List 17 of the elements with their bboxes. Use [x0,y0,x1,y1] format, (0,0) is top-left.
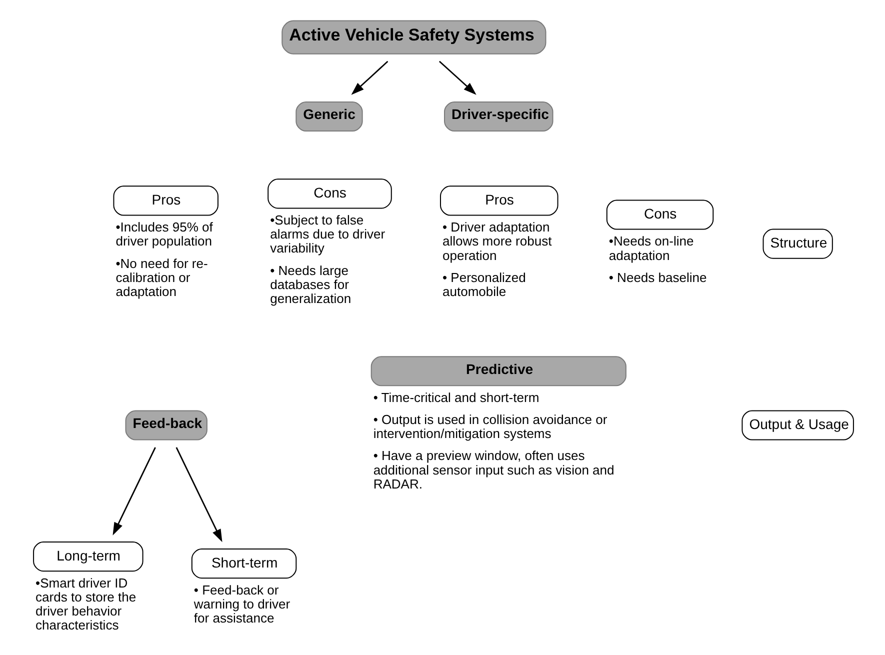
node-label: •Smart driver ID cards to store the driver behavior characteristics [35,576,136,633]
node-label: • Driver adaptation allows more robust operation [442,220,552,263]
node-label: • Needs baseline [608,270,706,285]
arrow [112,447,156,536]
node-label: • Needs large databases for generalization [270,262,351,306]
node-label: • Feed-back or warning to driver for assistance [193,582,290,626]
arrow [350,60,388,95]
node-label: •Subject to false alarms due to driver variability [270,212,385,256]
node-label: • Time-critical and short-term [372,390,539,406]
node-label: •Needs on-line adaptation [608,234,694,263]
arrow [175,447,222,542]
node-label: • Output is used in collision avoidance or intervention/mitigation systems [372,412,607,442]
node-label: • Personalized automobile [442,270,526,299]
node-label: •Includes 95% of driver population [115,220,212,249]
arrow [438,60,476,95]
node-label: • Have a preview window, often uses additional sensor input such as vision and RADAR. [372,448,614,492]
node-label: •No need for re-calibration or adaptation [115,256,208,299]
